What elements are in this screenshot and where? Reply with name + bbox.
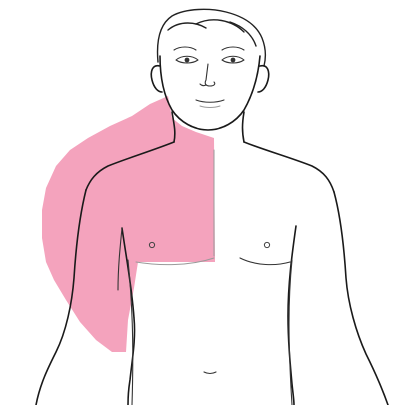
left-outer-arm: [334, 192, 388, 405]
left-nipple: [264, 242, 269, 247]
left-pectoral-line: [240, 258, 290, 265]
right-eyebrow: [174, 47, 196, 50]
face-outline: [160, 56, 260, 130]
mouth: [196, 100, 224, 102]
neck-left: [243, 112, 245, 142]
navel: [204, 372, 216, 374]
hair-strand: [230, 22, 256, 46]
left-ear: [258, 66, 269, 92]
right-pupil: [185, 58, 190, 63]
nose: [205, 64, 215, 86]
left-eyebrow: [222, 47, 244, 50]
left-shoulder-line: [244, 142, 334, 192]
lower-lip: [200, 106, 220, 108]
highlighted-pain-region: [42, 96, 215, 352]
hair-strand: [168, 23, 206, 30]
left-pupil: [231, 58, 236, 63]
hair: [158, 9, 266, 66]
